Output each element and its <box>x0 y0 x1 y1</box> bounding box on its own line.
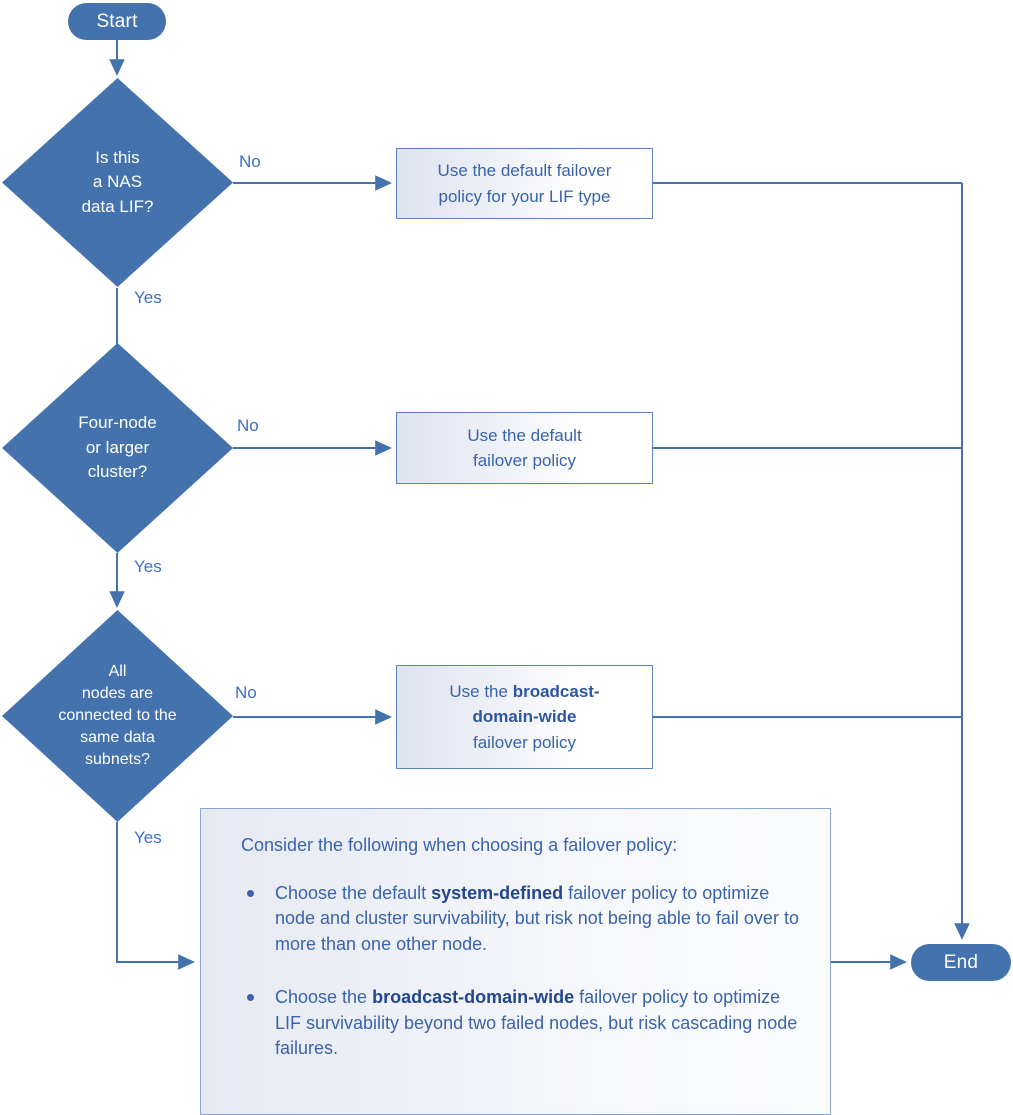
node-process-default-policy-for-lif-type[interactable]: Use the default failover policy for your… <box>396 148 653 219</box>
note-bullet-2-part1: Choose the <box>275 987 373 1008</box>
edge-decision3-yes-to-note <box>116 822 195 970</box>
edge-label-decision2-no: No <box>237 416 259 435</box>
node-start[interactable]: Start <box>68 3 166 40</box>
node-end-label: End <box>943 951 979 973</box>
note-bullet-item: Choose the default system-defined failov… <box>241 881 802 958</box>
note-bullet-2-part2: failover policy to optimize LIF survivab… <box>275 987 798 1059</box>
note-bullet-1-bold: system-defined <box>431 882 564 903</box>
note-bullet-1-part1: Choose the default <box>275 882 432 903</box>
node-decision-is-nas-data-lif[interactable]: Is this a NAS data LIF? <box>2 78 233 287</box>
process3-bold2: domain-wide <box>472 707 577 727</box>
process1-text: Use the default failover policy for your… <box>428 158 622 209</box>
note-bullet-1-part2: failover policy to optimize node and clu… <box>275 882 799 954</box>
note-bullet-item: Choose the broadcast-domain-wide failove… <box>241 985 802 1062</box>
bullet-dot-icon <box>247 889 254 897</box>
edge-label-decision1-yes: Yes <box>134 288 162 307</box>
edge-label-decision1-no: No <box>239 152 261 171</box>
note-callout-failover-considerations: Consider the following when choosing a f… <box>200 808 831 1115</box>
process3-suffix: failover policy <box>472 732 576 752</box>
decision3-shape <box>2 610 233 822</box>
node-decision-all-nodes-same-data-subnets[interactable]: All nodes are connected to the same data… <box>2 610 233 822</box>
process3-bold1: broadcast- <box>512 681 600 701</box>
process1-line1: Use the default failover <box>437 161 612 180</box>
process3-text: Use the broadcast-domain-wide failover po… <box>439 679 609 756</box>
node-start-label: Start <box>96 10 138 32</box>
process3-prefix: Use the <box>449 681 513 701</box>
process2-line1: Use the default <box>467 425 582 445</box>
node-decision-four-node-or-larger-cluster[interactable]: Four-node or larger cluster? <box>2 343 233 553</box>
note-bullet-2-bold: broadcast-domain-wide <box>372 987 575 1008</box>
decision2-shape <box>2 343 233 553</box>
decision1-shape <box>2 78 233 287</box>
edge-label-decision3-no: No <box>235 683 257 702</box>
node-process-broadcast-domain-wide-policy[interactable]: Use the broadcast-domain-wide failover po… <box>396 665 653 769</box>
process1-line2: policy for your LIF type <box>438 186 611 206</box>
edge-label-decision2-yes: Yes <box>134 557 162 576</box>
edge-label-decision3-yes: Yes <box>134 828 162 847</box>
process2-text: Use the default failover policy <box>457 423 591 474</box>
process2-line2: failover policy <box>472 451 576 470</box>
note-bullet-list: Choose the default system-defined failov… <box>241 881 802 1062</box>
node-end[interactable]: End <box>911 944 1011 981</box>
note-lead-text: Consider the following when choosing a f… <box>241 835 678 855</box>
bullet-dot-icon <box>247 994 254 1002</box>
node-process-default-failover-policy[interactable]: Use the default failover policy <box>396 412 653 484</box>
